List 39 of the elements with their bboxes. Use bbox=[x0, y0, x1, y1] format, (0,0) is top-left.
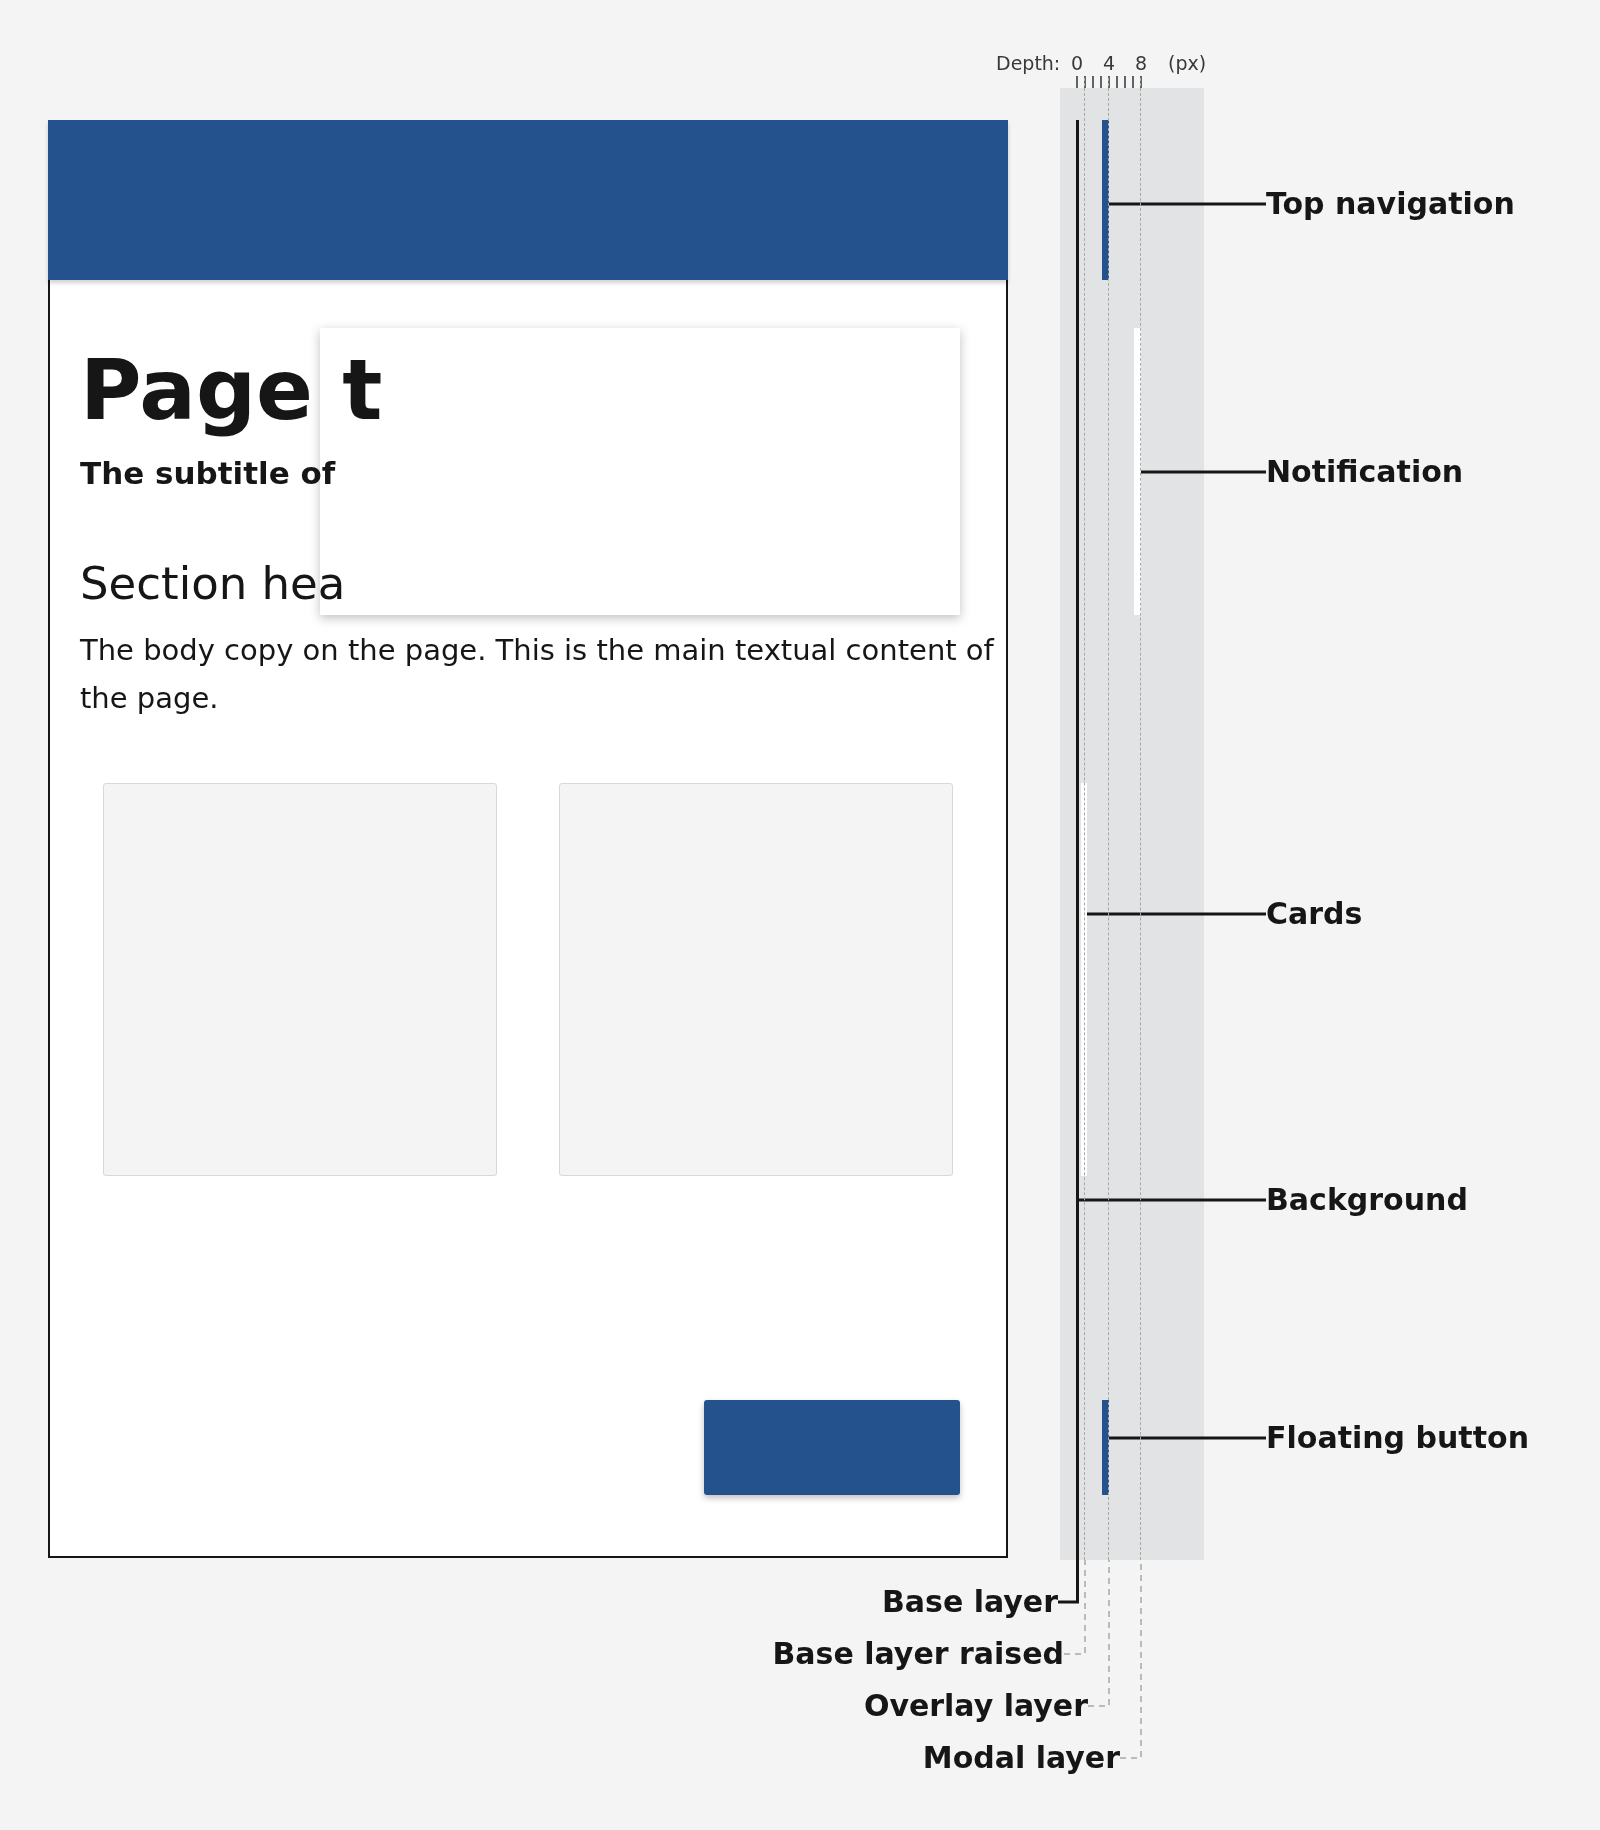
depth-unit: (px) bbox=[1168, 51, 1207, 76]
section-heading: Section hea bbox=[80, 556, 346, 612]
leader-line bbox=[1141, 470, 1266, 474]
page-frame bbox=[48, 120, 1008, 1558]
layer-label: Base layer bbox=[758, 1580, 1058, 1624]
guide-line bbox=[1140, 78, 1142, 1560]
layer-label: Background bbox=[1266, 1178, 1566, 1222]
leader-line bbox=[1109, 202, 1266, 206]
body-text: The body copy on the page. This is the main textual content of the page. bbox=[80, 632, 996, 717]
card bbox=[559, 783, 953, 1176]
depth-tick-label: 0 bbox=[1071, 51, 1084, 76]
layer-label: Floating button bbox=[1266, 1416, 1566, 1460]
layer-label: Overlay layer bbox=[788, 1684, 1088, 1728]
depth-bar bbox=[1102, 120, 1109, 280]
leader-line bbox=[1079, 1198, 1266, 1202]
card bbox=[103, 783, 497, 1176]
depth-tick-label: 4 bbox=[1103, 51, 1116, 76]
depth-bar bbox=[1081, 783, 1087, 1176]
leader-line bbox=[1109, 1436, 1266, 1440]
layer-label: Notification bbox=[1266, 450, 1566, 494]
layer-label: Cards bbox=[1266, 892, 1566, 936]
page-subtitle: The subtitle of bbox=[80, 454, 336, 493]
leader-line bbox=[1087, 1559, 1110, 1707]
leader-line bbox=[1058, 1560, 1079, 1604]
depth-bar bbox=[1134, 328, 1141, 615]
depth-tick-label: 8 bbox=[1135, 51, 1148, 76]
leader-line bbox=[1063, 1559, 1086, 1655]
top-navigation-bar bbox=[48, 120, 1008, 280]
guide-line bbox=[1108, 78, 1110, 1560]
layer-label: Base layer raised bbox=[764, 1632, 1064, 1676]
base-layer-line bbox=[1076, 120, 1079, 1560]
leader-line bbox=[1087, 912, 1266, 916]
page-title: Page t bbox=[80, 340, 383, 440]
floating-button bbox=[704, 1400, 960, 1495]
depth-caption: Depth: bbox=[996, 51, 1061, 76]
layer-label: Top navigation bbox=[1266, 182, 1566, 226]
layer-label: Modal layer bbox=[820, 1736, 1120, 1780]
guide-line bbox=[1084, 78, 1086, 1560]
depth-bar bbox=[1102, 1400, 1109, 1495]
